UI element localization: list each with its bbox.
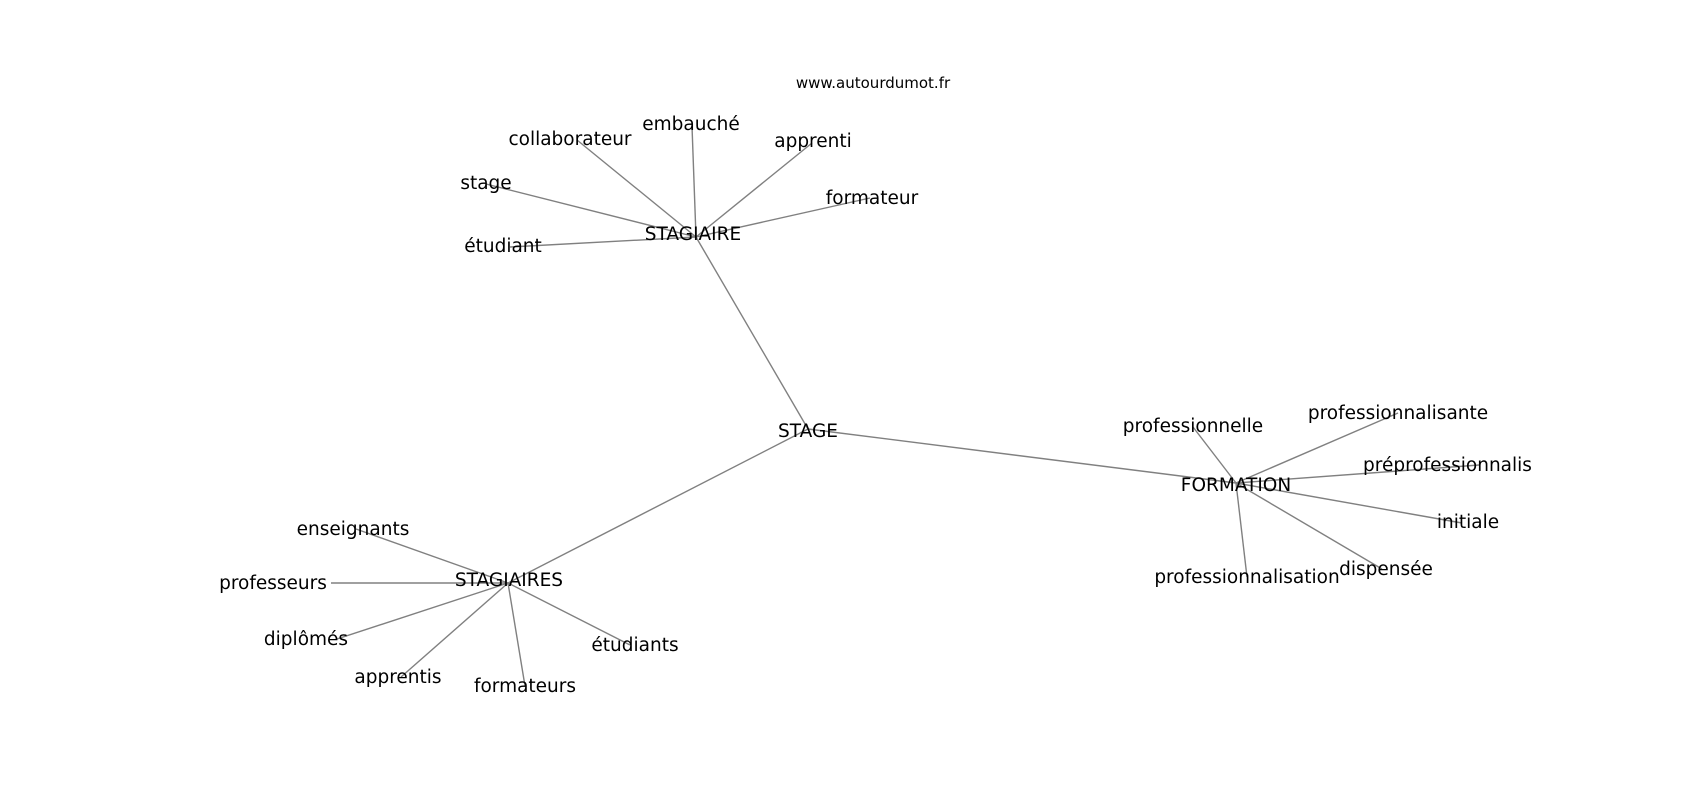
node-initiale[interactable]: initiale xyxy=(1437,512,1499,533)
edge-stagiaires-diplomes xyxy=(336,582,509,640)
edge-stagiaire-etudiant xyxy=(509,236,697,248)
edge-stagiaires-apprentis xyxy=(400,582,509,678)
edge-stage-formation xyxy=(807,428,1237,484)
node-preprofessionnalis[interactable]: préprofessionnalis xyxy=(1363,455,1532,476)
edges-layer xyxy=(331,125,1480,687)
edge-stage-stagiaire xyxy=(695,236,809,430)
node-diplomes[interactable]: diplômés xyxy=(264,629,348,650)
node-formation[interactable]: FORMATION xyxy=(1181,475,1291,496)
source-caption: www.autourdumot.fr xyxy=(796,74,951,92)
node-apprentis[interactable]: apprentis xyxy=(354,667,441,688)
edge-stagiaires-etudiants xyxy=(507,582,631,646)
edge-stagiaires-formateurs xyxy=(507,582,526,687)
node-professionnalisante[interactable]: professionnalisante xyxy=(1308,403,1488,424)
edge-formation-professionnalisation xyxy=(1235,482,1248,578)
edge-stagiaire-embauche xyxy=(691,125,697,238)
edge-stagiaires-enseignants xyxy=(355,528,509,584)
node-professionnalisation[interactable]: professionnalisation xyxy=(1154,567,1339,588)
edge-stagiaire-stage xyxy=(485,183,697,238)
node-formateurs[interactable]: formateurs xyxy=(474,676,576,697)
node-embauche[interactable]: embauché xyxy=(642,114,740,135)
node-professeurs[interactable]: professeurs xyxy=(219,573,327,594)
edge-stagiaire-collaborateur xyxy=(576,139,697,238)
node-apprenti[interactable]: apprenti xyxy=(774,131,852,152)
node-etudiants[interactable]: étudiants xyxy=(591,635,678,656)
edge-formation-preprofessionnalis xyxy=(1235,464,1480,484)
edge-formation-dispensee xyxy=(1235,482,1383,570)
node-professionnelle[interactable]: professionnelle xyxy=(1123,416,1263,437)
node-dispensee[interactable]: dispensée xyxy=(1339,559,1433,580)
edge-stagiaire-apprenti xyxy=(695,142,813,238)
labels-layer: STAGE STAGIAIRE collaborateur embauché a… xyxy=(219,114,1532,697)
edge-formation-professionnalisante xyxy=(1235,412,1399,484)
node-collaborateur[interactable]: collaborateur xyxy=(508,129,631,150)
edge-stagiaire-formateur xyxy=(695,197,871,238)
node-stagiaire[interactable]: STAGIAIRE xyxy=(645,224,741,245)
edge-formation-professionnelle xyxy=(1192,426,1237,484)
node-stage-word[interactable]: stage xyxy=(460,173,511,194)
node-stagiaires[interactable]: STAGIAIRES xyxy=(455,570,563,591)
edge-formation-initiale xyxy=(1235,482,1463,524)
node-etudiant[interactable]: étudiant xyxy=(464,236,542,257)
edge-stage-stagiaires xyxy=(507,428,809,584)
node-stage[interactable]: STAGE xyxy=(778,421,838,442)
node-formateur[interactable]: formateur xyxy=(826,188,919,209)
node-enseignants[interactable]: enseignants xyxy=(297,519,410,540)
